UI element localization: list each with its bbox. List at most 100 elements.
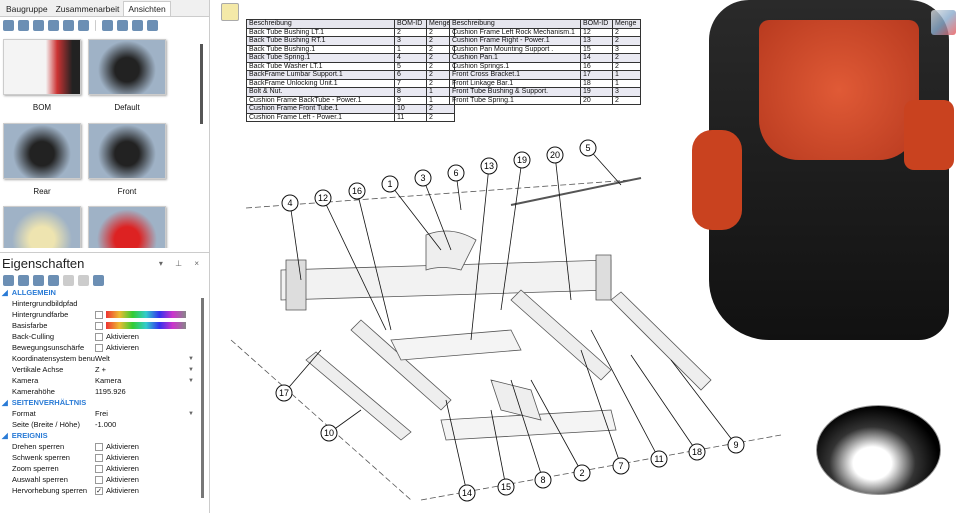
property-row[interactable]: Hintergrundbildpfad (0, 298, 210, 309)
checkbox[interactable] (95, 343, 103, 352)
leader-line (670, 359, 737, 446)
property-value[interactable]: Z + (95, 365, 107, 374)
orientation-cube-icon[interactable] (931, 10, 956, 35)
chevron-down-icon[interactable]: ▼ (188, 366, 194, 373)
camera-3-icon[interactable] (132, 19, 143, 31)
section-header[interactable]: ◢ALLGEMEIN (2, 288, 56, 297)
checkbox[interactable] (95, 442, 103, 451)
property-value[interactable]: Kamera (95, 376, 122, 385)
view-thumb-bom[interactable] (3, 39, 81, 95)
property-value[interactable]: Frei (95, 409, 108, 418)
property-value[interactable]: Welt (95, 354, 110, 363)
property-value[interactable]: -1.000 (95, 420, 117, 429)
redo-icon[interactable] (48, 274, 59, 286)
color-swatch[interactable] (95, 321, 103, 330)
leader-line (422, 177, 452, 251)
navigation-preview[interactable] (816, 405, 941, 495)
checkbox[interactable] (95, 332, 103, 341)
tab-zusammenarbeit[interactable]: Zusammenarbeit (55, 4, 120, 14)
chevron-down-icon[interactable]: ▼ (188, 410, 194, 417)
checkbox[interactable] (95, 453, 103, 462)
tab-ansichten[interactable]: Ansichten (123, 1, 171, 16)
view-label-bom: BOM (32, 103, 52, 112)
new-view-icon[interactable] (3, 19, 14, 31)
sort-alpha-icon[interactable] (18, 274, 29, 286)
properties-scrollbar[interactable] (201, 298, 204, 498)
view-thumb-default[interactable] (88, 39, 166, 95)
pen-icon[interactable] (78, 274, 89, 286)
panel-controls[interactable]: ▾ ⊥ × (158, 259, 204, 268)
callout-number: 17 (279, 388, 289, 398)
property-key: Zoom sperren (12, 464, 59, 473)
brush-icon[interactable] (78, 19, 89, 31)
camera-4-icon[interactable] (147, 19, 158, 31)
view-thumb-rear[interactable] (3, 123, 81, 179)
property-row[interactable]: Hintergrundfarbe (0, 309, 210, 320)
animate-view-icon[interactable] (63, 19, 74, 31)
camera-1-icon[interactable] (102, 19, 113, 31)
view-thumb-beige[interactable] (3, 206, 81, 248)
property-row[interactable]: Koordinatensystem benutz...Welt▼ (0, 353, 210, 364)
chevron-down-icon[interactable]: ▼ (188, 377, 194, 384)
property-value: Aktivieren (106, 486, 139, 495)
chevron-down-icon[interactable]: ▼ (188, 355, 194, 362)
callout-circle (727, 436, 745, 454)
leader-line (322, 197, 387, 331)
view-mode-icon[interactable] (221, 3, 239, 21)
property-value[interactable]: 1195.926 (95, 387, 126, 396)
callout-number: 11 (654, 454, 663, 464)
property-row[interactable]: Basisfarbe (0, 320, 210, 331)
toolbar-separator (95, 19, 96, 31)
callout-circle (320, 424, 338, 442)
property-key: Seite (Breite / Höhe) (12, 420, 80, 429)
property-value: Aktivieren (106, 442, 139, 451)
checkbox[interactable] (95, 475, 103, 484)
delete-view-icon[interactable] (33, 19, 44, 31)
categorized-icon[interactable] (3, 274, 14, 286)
view-thumb-red[interactable] (88, 206, 166, 248)
callout-number: 1 (387, 179, 392, 189)
view-thumb-front[interactable] (88, 123, 166, 179)
checkbox[interactable]: ✓ (95, 486, 103, 495)
tab-baugruppe[interactable]: Baugruppe (6, 4, 48, 14)
property-key: Hervorhebung sperren (12, 486, 88, 495)
view-label-front: Front (117, 187, 137, 196)
seat-render[interactable] (689, 0, 960, 350)
color-picker[interactable] (106, 311, 186, 318)
callout-number: 18 (692, 447, 702, 457)
checkbox[interactable] (95, 464, 103, 473)
camera-2-icon[interactable] (117, 19, 128, 31)
bom-table-right: Beschreibung BOM-ID Menge Cushion Frame … (449, 19, 641, 105)
color-swatch[interactable] (95, 310, 103, 319)
property-value: Aktivieren (106, 343, 139, 352)
callout-circle (314, 189, 332, 207)
reset-icon[interactable] (63, 274, 74, 286)
add-property-icon[interactable] (93, 274, 104, 286)
refresh-view-icon[interactable] (48, 19, 59, 31)
callout-circle (513, 151, 531, 169)
color-picker[interactable] (106, 322, 186, 329)
undo-icon[interactable] (33, 274, 44, 286)
property-key: Hintergrundfarbe (12, 310, 69, 319)
callout-circle (579, 139, 597, 157)
section-header[interactable]: ◢EREIGNIS (2, 431, 48, 440)
capture-view-icon[interactable] (18, 19, 29, 31)
property-row[interactable]: Hervorhebung sperren ✓Aktivieren (0, 485, 210, 496)
leader-line (470, 165, 490, 341)
thumbnails-scrollbar[interactable] (200, 44, 203, 124)
callout-circle (348, 182, 366, 200)
3d-viewport[interactable]: Beschreibung BOM-ID Menge Back Tube Bush… (211, 0, 960, 513)
section-header[interactable]: ◢SEITENVERHÄLTNIS (2, 398, 87, 407)
property-row[interactable]: Seite (Breite / Höhe) -1.000 (0, 419, 210, 430)
